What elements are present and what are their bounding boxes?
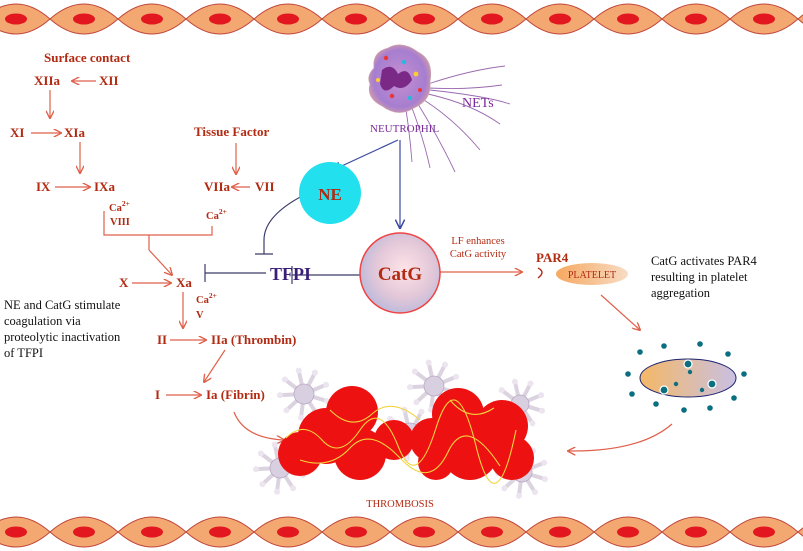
neutrophil-arrows (333, 139, 400, 228)
calcium-right: Ca2+ (206, 207, 227, 222)
cell-nucleus (141, 13, 163, 25)
cell-nucleus (617, 526, 639, 538)
cell-nucleus (345, 526, 367, 538)
cell-nucleus (5, 13, 27, 25)
factor-i: I (155, 387, 160, 402)
left-note-line-1: NE and CatG stimulate (4, 298, 121, 312)
left-note-line-4: of TFPI (4, 346, 43, 360)
cell-nucleus (481, 526, 503, 538)
left-note-line-2: coagulation via (4, 314, 81, 328)
cell-nucleus (209, 13, 231, 25)
calcium-lower: Ca2+ (196, 291, 217, 306)
cell-nucleus (277, 526, 299, 538)
cell-nucleus (481, 13, 503, 25)
factor-xa: Xa (176, 275, 192, 290)
neutrophil: NEUTROPHIL NETs (368, 44, 511, 173)
par4-platelet: PAR4 PLATELET (536, 250, 628, 285)
nets-label: NETs (462, 96, 494, 111)
factor-ii: II (157, 332, 167, 347)
cell-nucleus (413, 526, 435, 538)
lf-note: LF enhances CatG activity (450, 236, 507, 260)
thrombosis-label: THROMBOSIS (366, 499, 434, 510)
tfpi-label: TFPI (270, 264, 311, 284)
right-note-line-2: resulting in platelet (651, 270, 748, 284)
right-note-line-1: CatG activates PAR4 (651, 254, 758, 268)
ne-enzyme: NE (299, 162, 361, 224)
endothelial-cell (797, 14, 803, 24)
cell-nucleus (617, 13, 639, 25)
cell-nucleus (685, 13, 707, 25)
factor-xiia: XIIa (34, 73, 61, 88)
spiky-platelet (277, 367, 330, 421)
left-note-line-3: proteolytic inactivation (4, 330, 121, 344)
cell-nucleus (753, 13, 775, 25)
cell-nucleus (73, 13, 95, 25)
left-note: NE and CatG stimulate coagulation via pr… (4, 298, 121, 360)
tissue-factor-label: Tissue Factor (194, 124, 269, 139)
fibrin-strands (285, 399, 517, 484)
factor-xii: XII (99, 73, 119, 88)
par4-label: PAR4 (536, 250, 569, 265)
cell-nucleus (277, 13, 299, 25)
factor-ix: IX (36, 179, 51, 194)
cell-nucleus (73, 526, 95, 538)
factor-viia: VIIa (204, 179, 231, 194)
endothelium-bottom (0, 516, 803, 548)
factor-iia-thrombin: IIa (Thrombin) (211, 332, 296, 347)
calcium-left: Ca2+ (109, 199, 130, 214)
nets-fibers (405, 65, 511, 173)
right-note-line-3: aggregation (651, 286, 711, 300)
cell-nucleus (413, 13, 435, 25)
endothelium-top (0, 3, 803, 35)
cell-nucleus (549, 526, 571, 538)
catg-enzyme: CatG (359, 232, 441, 314)
factor-xi: XI (10, 125, 24, 140)
factor-viii: VIII (110, 217, 130, 228)
surface-contact-label: Surface contact (44, 50, 131, 65)
lf-line-2: CatG activity (450, 249, 507, 260)
coagulation-cascade: Surface contact XIIa XII XI XIa Tissue F… (10, 50, 296, 402)
cell-nucleus (345, 13, 367, 25)
cell-nucleus (5, 526, 27, 538)
lf-line-1: LF enhances (451, 236, 504, 247)
ne-label: NE (318, 185, 342, 204)
factor-ia-fibrin: Ia (Fibrin) (206, 387, 265, 402)
cell-nucleus (141, 526, 163, 538)
thrombus: THROMBOSIS (253, 359, 548, 510)
activated-platelet (625, 341, 747, 413)
factor-v: V (196, 310, 204, 321)
factor-x: X (119, 275, 129, 290)
neutrophil-label: NEUTROPHIL (370, 123, 439, 135)
factor-xia: XIa (64, 125, 85, 140)
platelet-label: PLATELET (568, 270, 616, 281)
cell-nucleus (753, 526, 775, 538)
right-note: CatG activates PAR4 resulting in platele… (651, 254, 758, 300)
clot-red-cells (278, 386, 534, 480)
cell-nucleus (209, 526, 231, 538)
factor-vii: VII (255, 179, 275, 194)
cascade-arrows (31, 81, 673, 451)
cell-nucleus (685, 526, 707, 538)
factor-ixa: IXa (94, 179, 115, 194)
endothelial-cell (797, 527, 803, 537)
catg-label: CatG (378, 264, 423, 285)
cell-nucleus (549, 13, 571, 25)
